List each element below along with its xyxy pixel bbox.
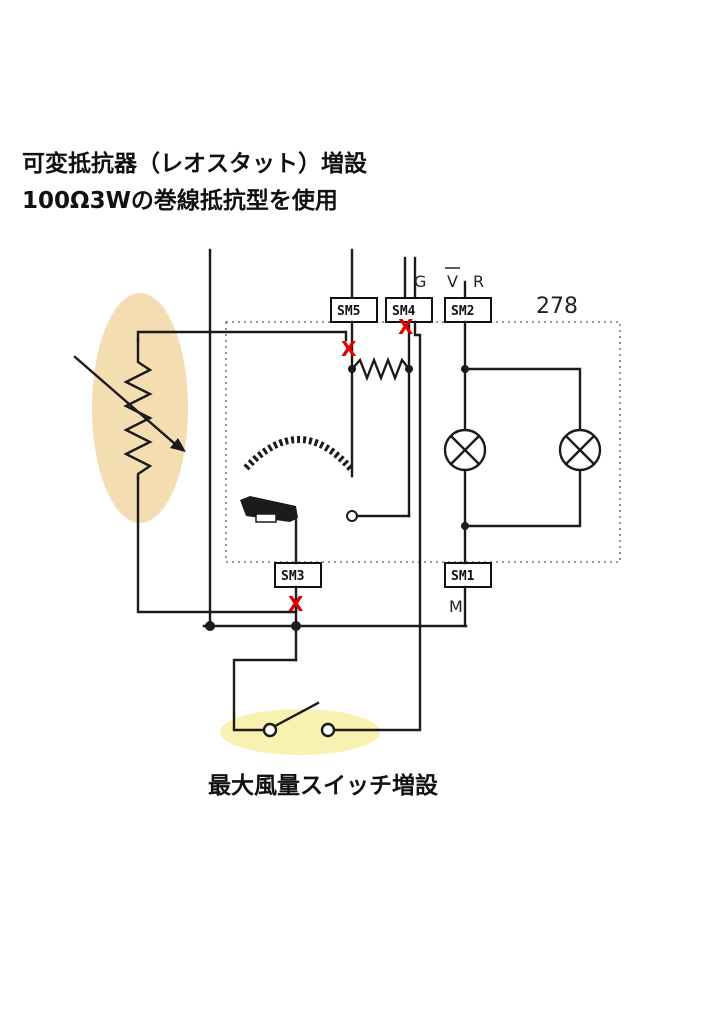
lamp-icon [443, 428, 487, 472]
thermal-blade-icon [240, 496, 298, 523]
connector-sm1: SM1 [444, 562, 492, 588]
terminal-label-v: V [447, 272, 458, 291]
resistor-icon [348, 320, 413, 518]
terminal-label-g: G [414, 272, 426, 291]
heater-element [243, 436, 355, 473]
cut-mark-sm5: X [341, 337, 357, 361]
connector-sm3: SM3 [274, 562, 322, 588]
switch-icon [262, 701, 336, 738]
rheostat-top-wire [136, 330, 348, 342]
unit-number: 278 [536, 294, 578, 319]
svg-text:SM5: SM5 [337, 304, 360, 319]
heading-line-1: 可変抵抗器（レオスタット）増設 [22, 151, 367, 177]
rheostat-icon [73, 338, 186, 480]
switch-left-wire [232, 658, 298, 732]
heading-line-2: 100Ω3Wの巻線抵抗型を使用 [22, 188, 338, 214]
terminal-label-m: M [449, 597, 463, 616]
svg-text:SM4: SM4 [392, 304, 416, 319]
cut-mark-sm4: X [398, 315, 414, 339]
contact-terminal [346, 510, 358, 522]
switch-right-wire [332, 320, 422, 732]
terminal-label-r: R [473, 272, 484, 291]
cut-mark-sm3: X [288, 592, 304, 616]
switch-highlight [220, 709, 380, 755]
connector-sm5: SM5 [330, 297, 378, 323]
connector-sm2: SM2 [444, 297, 492, 323]
svg-text:SM1: SM1 [451, 569, 475, 584]
lamp-icon-2 [558, 428, 602, 472]
svg-text:SM2: SM2 [451, 304, 474, 319]
connector-sm4: SM4 [385, 297, 433, 323]
unit-boundary [225, 321, 621, 563]
switch-caption: 最大風量スイッチ増設 [208, 773, 438, 799]
rheostat-highlight [92, 293, 188, 523]
svg-text:SM3: SM3 [281, 569, 304, 584]
